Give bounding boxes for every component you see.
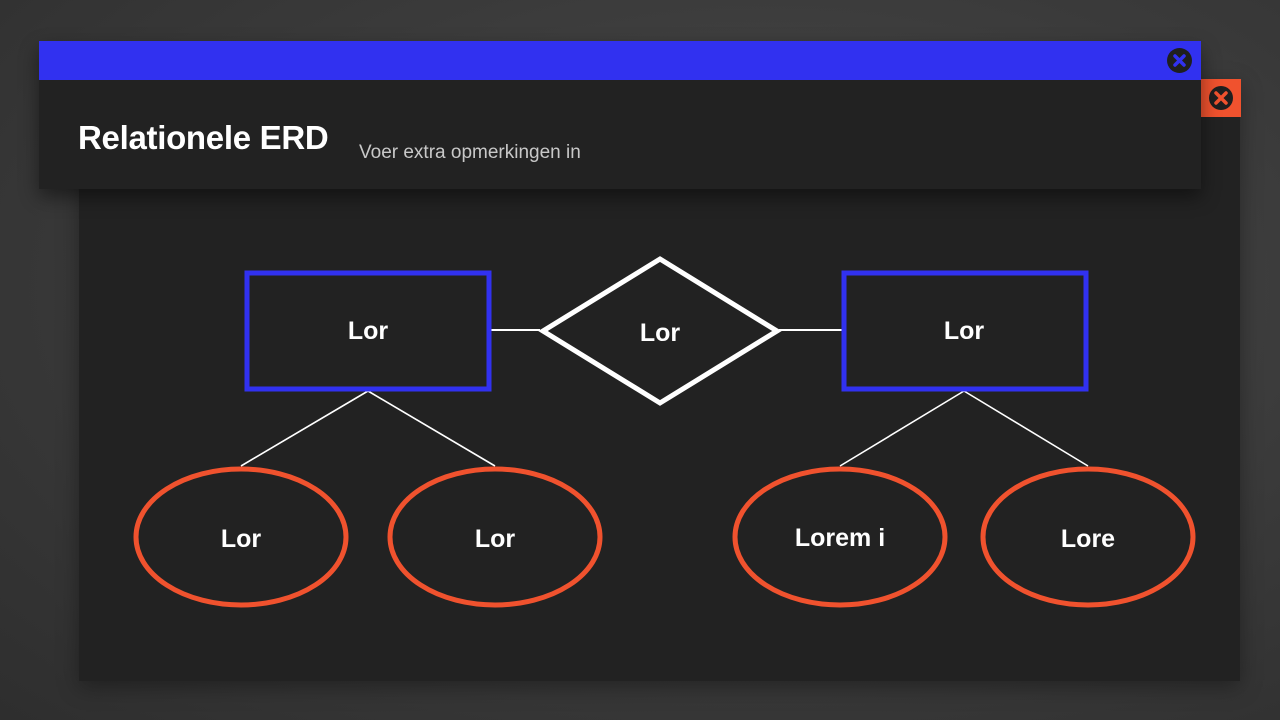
- attribute-label-2: Lor: [475, 525, 516, 553]
- connector-entity-right-attr-4: [963, 390, 1089, 467]
- entity-left-label: Lor: [348, 317, 389, 345]
- close-circle-icon: [1209, 86, 1233, 110]
- attribute-oval-1[interactable]: [133, 466, 349, 608]
- entity-right-box[interactable]: [841, 270, 1089, 392]
- relationship-diamond[interactable]: [538, 256, 782, 406]
- panel-close-button[interactable]: [1201, 79, 1241, 117]
- page-title: Relationele ERD: [78, 119, 329, 156]
- connector-entity-left-attr-1: [240, 390, 369, 467]
- window-titlebar[interactable]: [39, 41, 1201, 80]
- attribute-label-1: Lor: [221, 525, 262, 553]
- attribute-label-4: Lore: [1061, 525, 1115, 553]
- page-subtitle: Voer extra opmerkingen in: [359, 142, 581, 163]
- title-window: Relationele ERD Voer extra opmerkingen i…: [39, 41, 1201, 189]
- attribute-oval-4[interactable]: [980, 466, 1196, 608]
- entity-left-box[interactable]: [244, 270, 492, 392]
- connector-entity-left-attr-2: [367, 390, 496, 467]
- connector-entity-right-attr-3: [839, 390, 965, 467]
- attribute-oval-3[interactable]: [732, 466, 948, 608]
- window-close-button[interactable]: [1166, 47, 1193, 74]
- close-circle-icon: [1167, 48, 1192, 73]
- relationship-label: Lor: [640, 319, 681, 347]
- attribute-label-3: Lorem i: [795, 524, 885, 552]
- entity-right-label: Lor: [944, 317, 985, 345]
- attribute-oval-2[interactable]: [387, 466, 603, 608]
